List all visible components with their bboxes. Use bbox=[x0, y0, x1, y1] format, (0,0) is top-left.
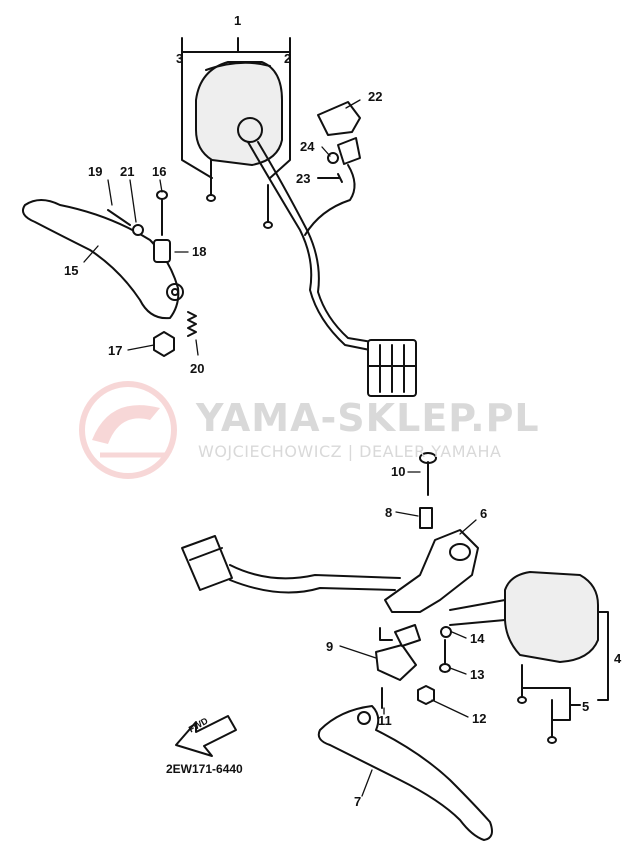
pin-8 bbox=[419, 507, 433, 529]
part-label-5: 5 bbox=[582, 699, 590, 714]
rear-switch bbox=[375, 624, 421, 681]
collar-18 bbox=[153, 239, 171, 263]
bolt-19 bbox=[107, 209, 131, 226]
brake-master-bracket bbox=[384, 529, 479, 613]
nut-17 bbox=[153, 331, 175, 357]
bracket-5 bbox=[521, 687, 581, 721]
brake-lever bbox=[317, 705, 493, 841]
part-label-4: 4 bbox=[614, 651, 622, 666]
bracket-9 bbox=[379, 627, 393, 641]
bolt-10 bbox=[419, 452, 437, 496]
part-label-2: 2 bbox=[284, 51, 292, 66]
part-label-21: 21 bbox=[120, 164, 135, 179]
part-label-23: 23 bbox=[296, 171, 311, 186]
leader-lines bbox=[83, 99, 477, 797]
part-label-19: 19 bbox=[88, 164, 103, 179]
bolt-16 bbox=[156, 190, 168, 236]
bracket-3-line bbox=[181, 69, 213, 179]
screw-upper-right bbox=[263, 184, 273, 229]
upper-connector bbox=[367, 339, 417, 397]
watermark-logo bbox=[79, 381, 177, 479]
screw-lower-2 bbox=[547, 699, 557, 744]
watermark-subtitle: WOJCIECHOWICZ | DEALER YAMAHA bbox=[198, 442, 502, 461]
nut-21 bbox=[132, 224, 144, 236]
upper-wire-harness bbox=[247, 141, 371, 351]
switch-wire bbox=[304, 164, 356, 236]
nut-12 bbox=[417, 685, 435, 705]
screw-upper-left bbox=[206, 159, 216, 202]
part-label-3: 3 bbox=[176, 51, 184, 66]
bracket-4 bbox=[597, 611, 609, 701]
bracket-2-line bbox=[269, 69, 291, 179]
part-label-20: 20 bbox=[190, 361, 205, 376]
nut-24 bbox=[327, 152, 339, 164]
screw-lower-1 bbox=[517, 664, 527, 704]
part-label-14: 14 bbox=[470, 631, 485, 646]
part-label-16: 16 bbox=[152, 164, 167, 179]
watermark-title: YAMA-SKLEP.PL bbox=[196, 396, 540, 440]
lower-switch-housing bbox=[449, 571, 599, 663]
part-label-24: 24 bbox=[300, 139, 315, 154]
front-brake-switch bbox=[317, 101, 361, 165]
part-label-11: 11 bbox=[378, 713, 392, 728]
part-label-10: 10 bbox=[391, 464, 406, 479]
part-label-22: 22 bbox=[368, 89, 383, 104]
forward-arrow-icon bbox=[175, 715, 237, 757]
lower-wire-harness bbox=[229, 564, 401, 580]
part-label-12: 12 bbox=[472, 711, 487, 726]
part-label-1: 1 bbox=[234, 13, 242, 28]
bracket-1 bbox=[181, 37, 291, 71]
part-label-15: 15 bbox=[64, 263, 79, 278]
part-label-8: 8 bbox=[385, 505, 393, 520]
washer-14 bbox=[440, 626, 452, 638]
upper-switch-housing bbox=[195, 61, 283, 166]
diagram-code: 2EW171-6440 bbox=[166, 762, 243, 776]
clutch-lever bbox=[22, 199, 184, 320]
bolt-13 bbox=[439, 639, 451, 673]
part-label-9: 9 bbox=[326, 639, 334, 654]
part-label-18: 18 bbox=[192, 244, 207, 259]
spring-20 bbox=[187, 311, 197, 337]
part-label-17: 17 bbox=[108, 343, 123, 358]
part-label-7: 7 bbox=[354, 794, 362, 809]
lower-connector bbox=[181, 535, 233, 591]
part-label-6: 6 bbox=[480, 506, 488, 521]
part-label-13: 13 bbox=[470, 667, 485, 682]
